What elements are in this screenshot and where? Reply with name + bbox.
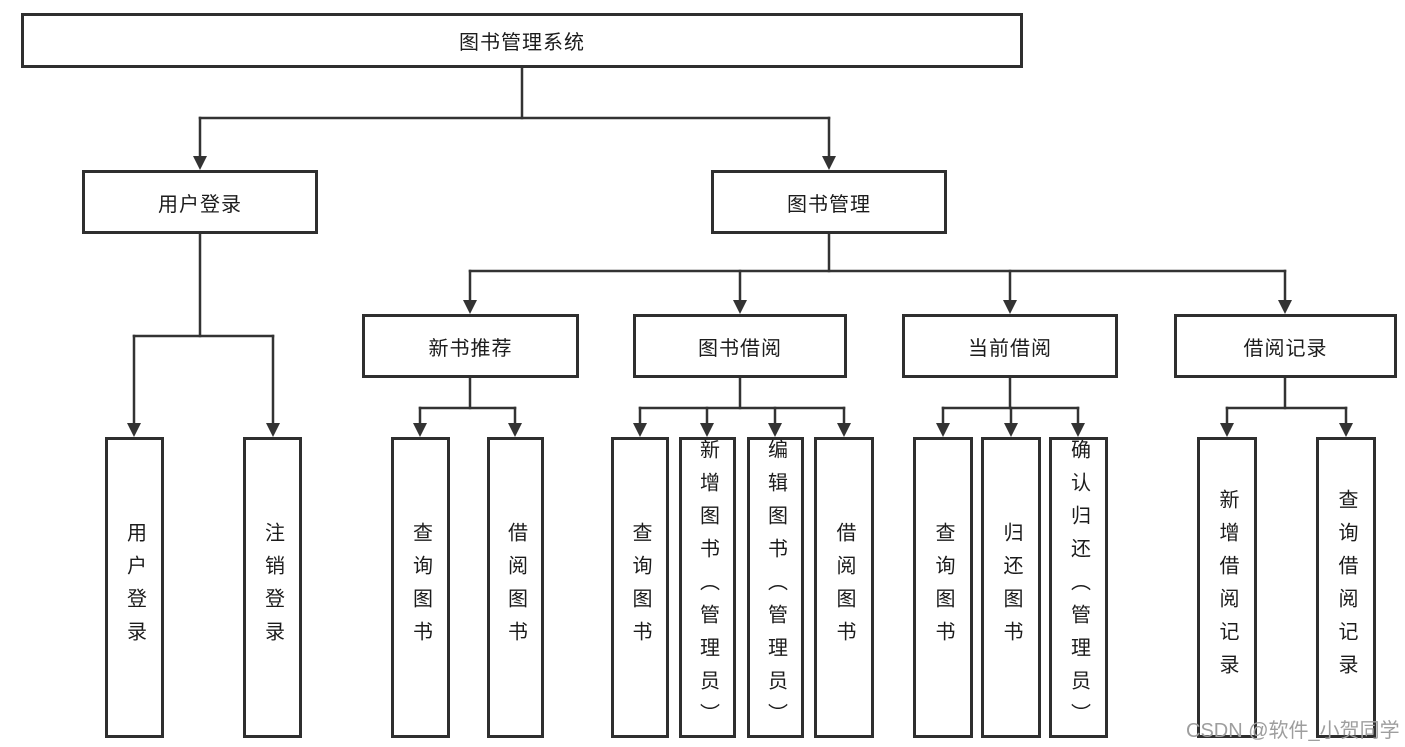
node-new-book-recommend: 新书推荐 — [362, 314, 579, 378]
node-current-borrow: 当前借阅 — [902, 314, 1118, 378]
leaf-confirm-return-admin-label: 确认归还（管理员） — [1067, 439, 1090, 736]
leaf-logout-label: 注销登录 — [261, 521, 284, 654]
leaf-logout: 注销登录 — [243, 437, 302, 738]
leaf-add-borrow-record-label: 新增借阅记录 — [1216, 488, 1238, 687]
leaf-query-book-3: 查询图书 — [913, 437, 973, 738]
leaf-confirm-return-admin: 确认归还（管理员） — [1049, 437, 1108, 738]
node-book-management-label: 图书管理 — [787, 193, 871, 216]
node-borrow-record: 借阅记录 — [1174, 314, 1397, 378]
leaf-edit-book-admin-label: 编辑图书（管理员） — [764, 439, 787, 736]
watermark-text: CSDN @软件_小贺同学 — [1186, 720, 1400, 742]
leaf-add-borrow-record: 新增借阅记录 — [1197, 437, 1257, 738]
leaf-return-book-label: 归还图书 — [1000, 521, 1022, 654]
leaf-add-book-admin: 新增图书（管理员） — [679, 437, 736, 738]
leaf-query-book-1-label: 查询图书 — [409, 521, 432, 654]
node-root-label: 图书管理系统 — [459, 32, 585, 54]
node-user-login-label: 用户登录 — [158, 193, 242, 216]
leaf-borrow-book-1-label: 借阅图书 — [504, 521, 527, 654]
leaf-borrow-book-2-label: 借阅图书 — [833, 521, 855, 654]
leaf-return-book: 归还图书 — [981, 437, 1041, 738]
leaf-borrow-book-1: 借阅图书 — [487, 437, 544, 738]
leaf-query-book-2: 查询图书 — [611, 437, 669, 738]
leaf-edit-book-admin: 编辑图书（管理员） — [747, 437, 804, 738]
leaf-query-borrow-record-label: 查询借阅记录 — [1335, 488, 1357, 687]
node-user-login: 用户登录 — [82, 170, 318, 234]
node-root: 图书管理系统 — [21, 13, 1023, 68]
node-book-borrow-label: 图书借阅 — [698, 337, 782, 360]
node-borrow-record-label: 借阅记录 — [1243, 337, 1328, 360]
leaf-user-login-label: 用户登录 — [123, 521, 146, 654]
leaf-add-book-admin-label: 新增图书（管理员） — [696, 439, 719, 736]
leaf-query-book-1: 查询图书 — [391, 437, 450, 738]
leaf-query-book-3-label: 查询图书 — [932, 521, 954, 654]
leaf-query-borrow-record: 查询借阅记录 — [1316, 437, 1376, 738]
node-current-borrow-label: 当前借阅 — [968, 337, 1052, 360]
node-new-book-recommend-label: 新书推荐 — [428, 337, 513, 360]
leaf-query-book-2-label: 查询图书 — [629, 521, 651, 654]
node-book-management: 图书管理 — [711, 170, 947, 234]
leaf-user-login: 用户登录 — [105, 437, 164, 738]
leaf-borrow-book-2: 借阅图书 — [814, 437, 874, 738]
node-book-borrow: 图书借阅 — [633, 314, 847, 378]
